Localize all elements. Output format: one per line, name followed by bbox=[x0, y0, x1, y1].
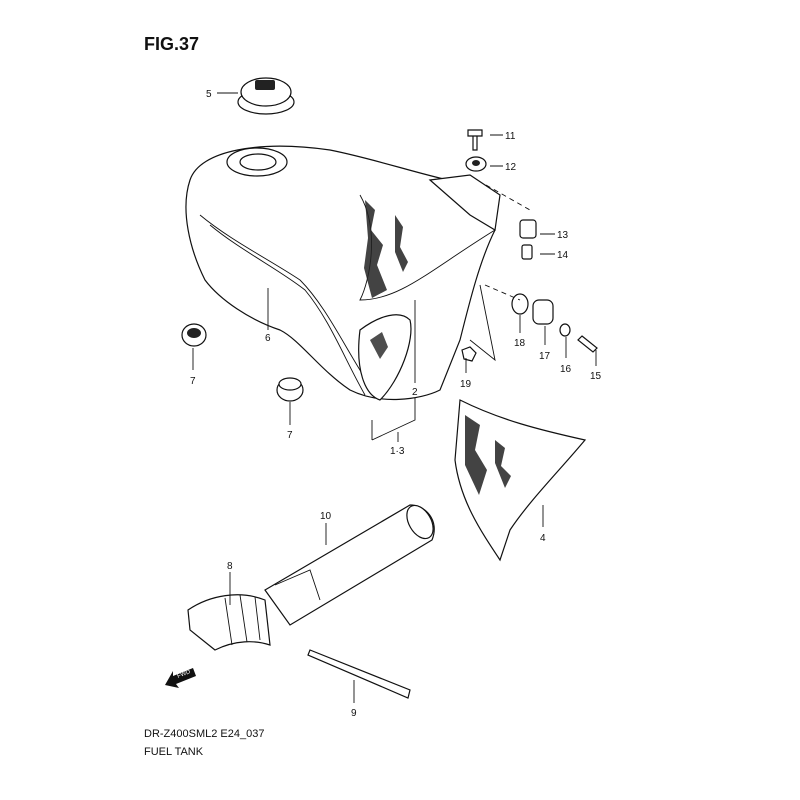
cable-tie bbox=[307, 649, 411, 699]
fwd-label: FWD bbox=[177, 669, 193, 680]
callout-16: 16 bbox=[560, 364, 572, 375]
side-cover bbox=[454, 399, 587, 562]
section-title: FUEL TANK bbox=[144, 746, 204, 758]
callout-11: 11 bbox=[505, 131, 516, 142]
callout-14: 14 bbox=[557, 250, 569, 261]
small-parts bbox=[181, 129, 598, 402]
figure-title: FIG.37 bbox=[144, 34, 200, 54]
callout-9: 9 bbox=[351, 708, 357, 719]
callout-4: 4 bbox=[540, 533, 546, 544]
callout-7b: 7 bbox=[287, 430, 293, 441]
callout-10: 10 bbox=[320, 511, 332, 522]
callout-labels: 5 11 12 13 14 6 7 7 2 1·3 18 17 16 15 19… bbox=[190, 89, 602, 719]
callout-8: 8 bbox=[227, 561, 233, 572]
callout-1-3: 1·3 bbox=[390, 446, 405, 457]
callout-15: 15 bbox=[590, 371, 602, 382]
bracket bbox=[187, 594, 271, 651]
callout-13: 13 bbox=[557, 230, 569, 241]
model-code: DR-Z400SML2 E24_037 bbox=[144, 728, 265, 740]
fwd-arrow-icon: FWD bbox=[165, 668, 196, 688]
callout-18: 18 bbox=[514, 338, 526, 349]
tube bbox=[264, 504, 435, 626]
leader-lines bbox=[192, 92, 597, 703]
callout-17: 17 bbox=[539, 351, 551, 362]
callout-19: 19 bbox=[460, 379, 472, 390]
callout-12: 12 bbox=[505, 162, 517, 173]
callout-5: 5 bbox=[206, 89, 212, 100]
callout-6: 6 bbox=[265, 333, 271, 344]
callout-7a: 7 bbox=[190, 376, 196, 387]
fuel-tank bbox=[185, 145, 501, 401]
callout-2: 2 bbox=[412, 387, 418, 398]
fuel-cap bbox=[237, 77, 295, 115]
